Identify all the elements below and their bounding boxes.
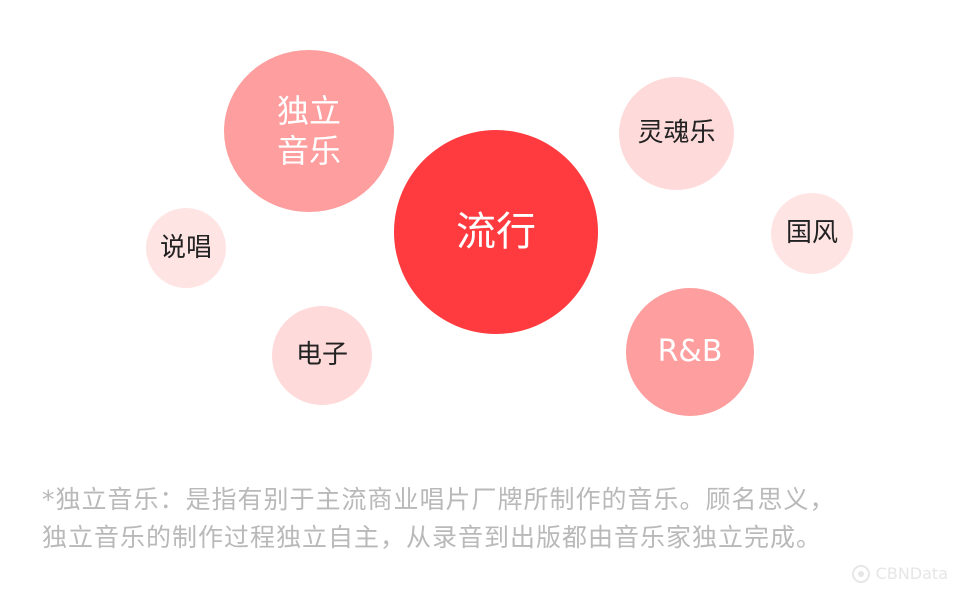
footnote: *独立音乐：是指有别于主流商业唱片厂牌所制作的音乐。顾名思义， 独立音乐的制作过…	[42, 481, 942, 557]
bubble-guofeng: 国风	[771, 193, 853, 274]
bubble-electronic: 电子	[272, 306, 372, 405]
bubble-electronic-label: 电子	[295, 340, 348, 371]
watermark: CBNData	[851, 564, 948, 583]
bubble-soul-label: 灵魂乐	[637, 118, 716, 149]
bubble-rnb: R&B	[626, 288, 754, 416]
bubble-rnb-label: R&B	[657, 334, 723, 370]
logo-icon	[851, 564, 870, 583]
bubble-soul: 灵魂乐	[619, 77, 734, 190]
bubble-indie: 独立 音乐	[224, 50, 394, 212]
bubble-guofeng-label: 国风	[785, 218, 838, 249]
bubble-pop-label: 流行	[456, 209, 536, 255]
bubble-rap: 说唱	[146, 208, 226, 288]
footnote-line-1: *独立音乐：是指有别于主流商业唱片厂牌所制作的音乐。顾名思义，	[42, 485, 836, 514]
footnote-line-2: 独立音乐的制作过程独立自主，从录音到出版都由音乐家独立完成。	[42, 523, 823, 552]
watermark-text: CBNData	[875, 564, 948, 583]
bubble-pop: 流行	[394, 130, 598, 334]
bubble-indie-label: 独立 音乐	[276, 92, 341, 170]
bubble-rap-label: 说唱	[159, 232, 212, 263]
